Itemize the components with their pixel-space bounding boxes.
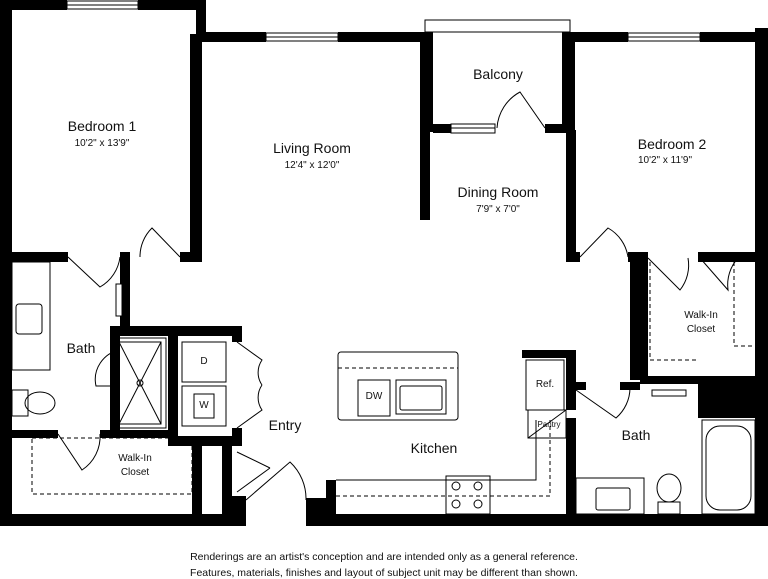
bedroom-2-name: Bedroom 2: [637, 136, 707, 152]
windows: [66, 0, 701, 134]
dryer-label: D: [200, 356, 208, 367]
walk-in-closet-1-line2: Closet: [120, 467, 150, 478]
bath-2-name: Bath: [621, 427, 651, 443]
living-room-dims: 12'4" x 12'0": [284, 160, 340, 171]
walk-in-closet-2-line1: Walk-In: [684, 310, 718, 321]
bedroom-2-dims: 10'2" x 11'9": [637, 155, 693, 166]
kitchen-name: Kitchen: [410, 440, 458, 456]
bath-1-name: Bath: [66, 340, 96, 356]
balcony-name: Balcony: [473, 66, 523, 82]
bedroom-1-dims: 10'2" x 13'9": [74, 138, 130, 149]
fixtures: [11, 261, 756, 515]
walk-in-closet-1-line1: Walk-In: [118, 453, 152, 464]
refrigerator-label: Ref.: [535, 379, 555, 390]
disclaimer-line-1: Renderings are an artist's conception an…: [190, 551, 578, 563]
washer-label: W: [199, 400, 209, 411]
walk-in-closet-2-line2: Closet: [686, 324, 716, 335]
bedroom-1-name: Bedroom 1: [67, 118, 137, 134]
dishwasher-label: DW: [365, 391, 383, 402]
pantry-label: Pantry: [537, 420, 561, 429]
disclaimer-line-2: Features, materials, finishes and layout…: [190, 567, 578, 579]
dining-room-dims: 7'9" x 7'0": [476, 204, 520, 215]
walls: [0, 0, 768, 526]
entry-name: Entry: [268, 417, 302, 433]
dining-room-name: Dining Room: [457, 184, 539, 200]
living-room-name: Living Room: [273, 140, 351, 156]
